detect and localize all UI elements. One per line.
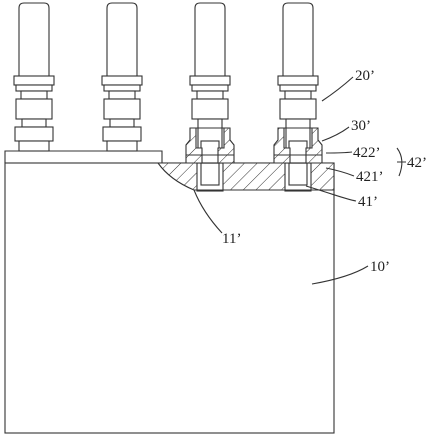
- label-421: 421’: [356, 169, 384, 185]
- neck-2: [108, 90, 136, 100]
- end-b-1: [18, 140, 50, 152]
- neck-1: [20, 90, 48, 100]
- end-a-1: [14, 126, 54, 142]
- rod-1: [18, 2, 50, 77]
- body-3: [191, 98, 229, 120]
- sleeve-left-4: [273, 127, 291, 164]
- collar-a-4: [277, 75, 319, 86]
- rod-4: [282, 2, 314, 77]
- leader-lines: [193, 76, 406, 285]
- label-30: 30’: [351, 118, 371, 134]
- label-42: 42’: [407, 155, 427, 171]
- end-b-2: [106, 140, 138, 152]
- neck-3: [196, 90, 224, 100]
- electrode-units: [13, 2, 323, 164]
- collar-b-1: [15, 84, 53, 92]
- top-strip: [4, 150, 163, 163]
- label-41: 41’: [358, 194, 378, 210]
- collar-a-3: [189, 75, 231, 86]
- rod-3: [194, 2, 226, 77]
- body-4: [279, 98, 317, 120]
- body-2: [103, 98, 141, 120]
- shaft-2: [109, 118, 135, 128]
- rod-2: [106, 2, 138, 77]
- collar-a-1: [13, 75, 55, 86]
- label-11: 11’: [222, 231, 241, 247]
- sleeve-right-4: [305, 127, 323, 164]
- label-10: 10’: [370, 259, 390, 275]
- collar-b-4: [279, 84, 317, 92]
- collar-b-3: [191, 84, 229, 92]
- sleeve-right-3: [217, 127, 235, 164]
- neck-4: [284, 90, 312, 100]
- body-1: [15, 98, 53, 120]
- sleeve-left-3: [185, 127, 203, 164]
- collar-a-2: [101, 75, 143, 86]
- collar-b-2: [103, 84, 141, 92]
- label-20: 20’: [355, 68, 375, 84]
- label-422: 422’: [353, 145, 381, 161]
- shaft-1: [21, 118, 47, 128]
- main-block: [4, 162, 335, 434]
- end-a-2: [102, 126, 142, 142]
